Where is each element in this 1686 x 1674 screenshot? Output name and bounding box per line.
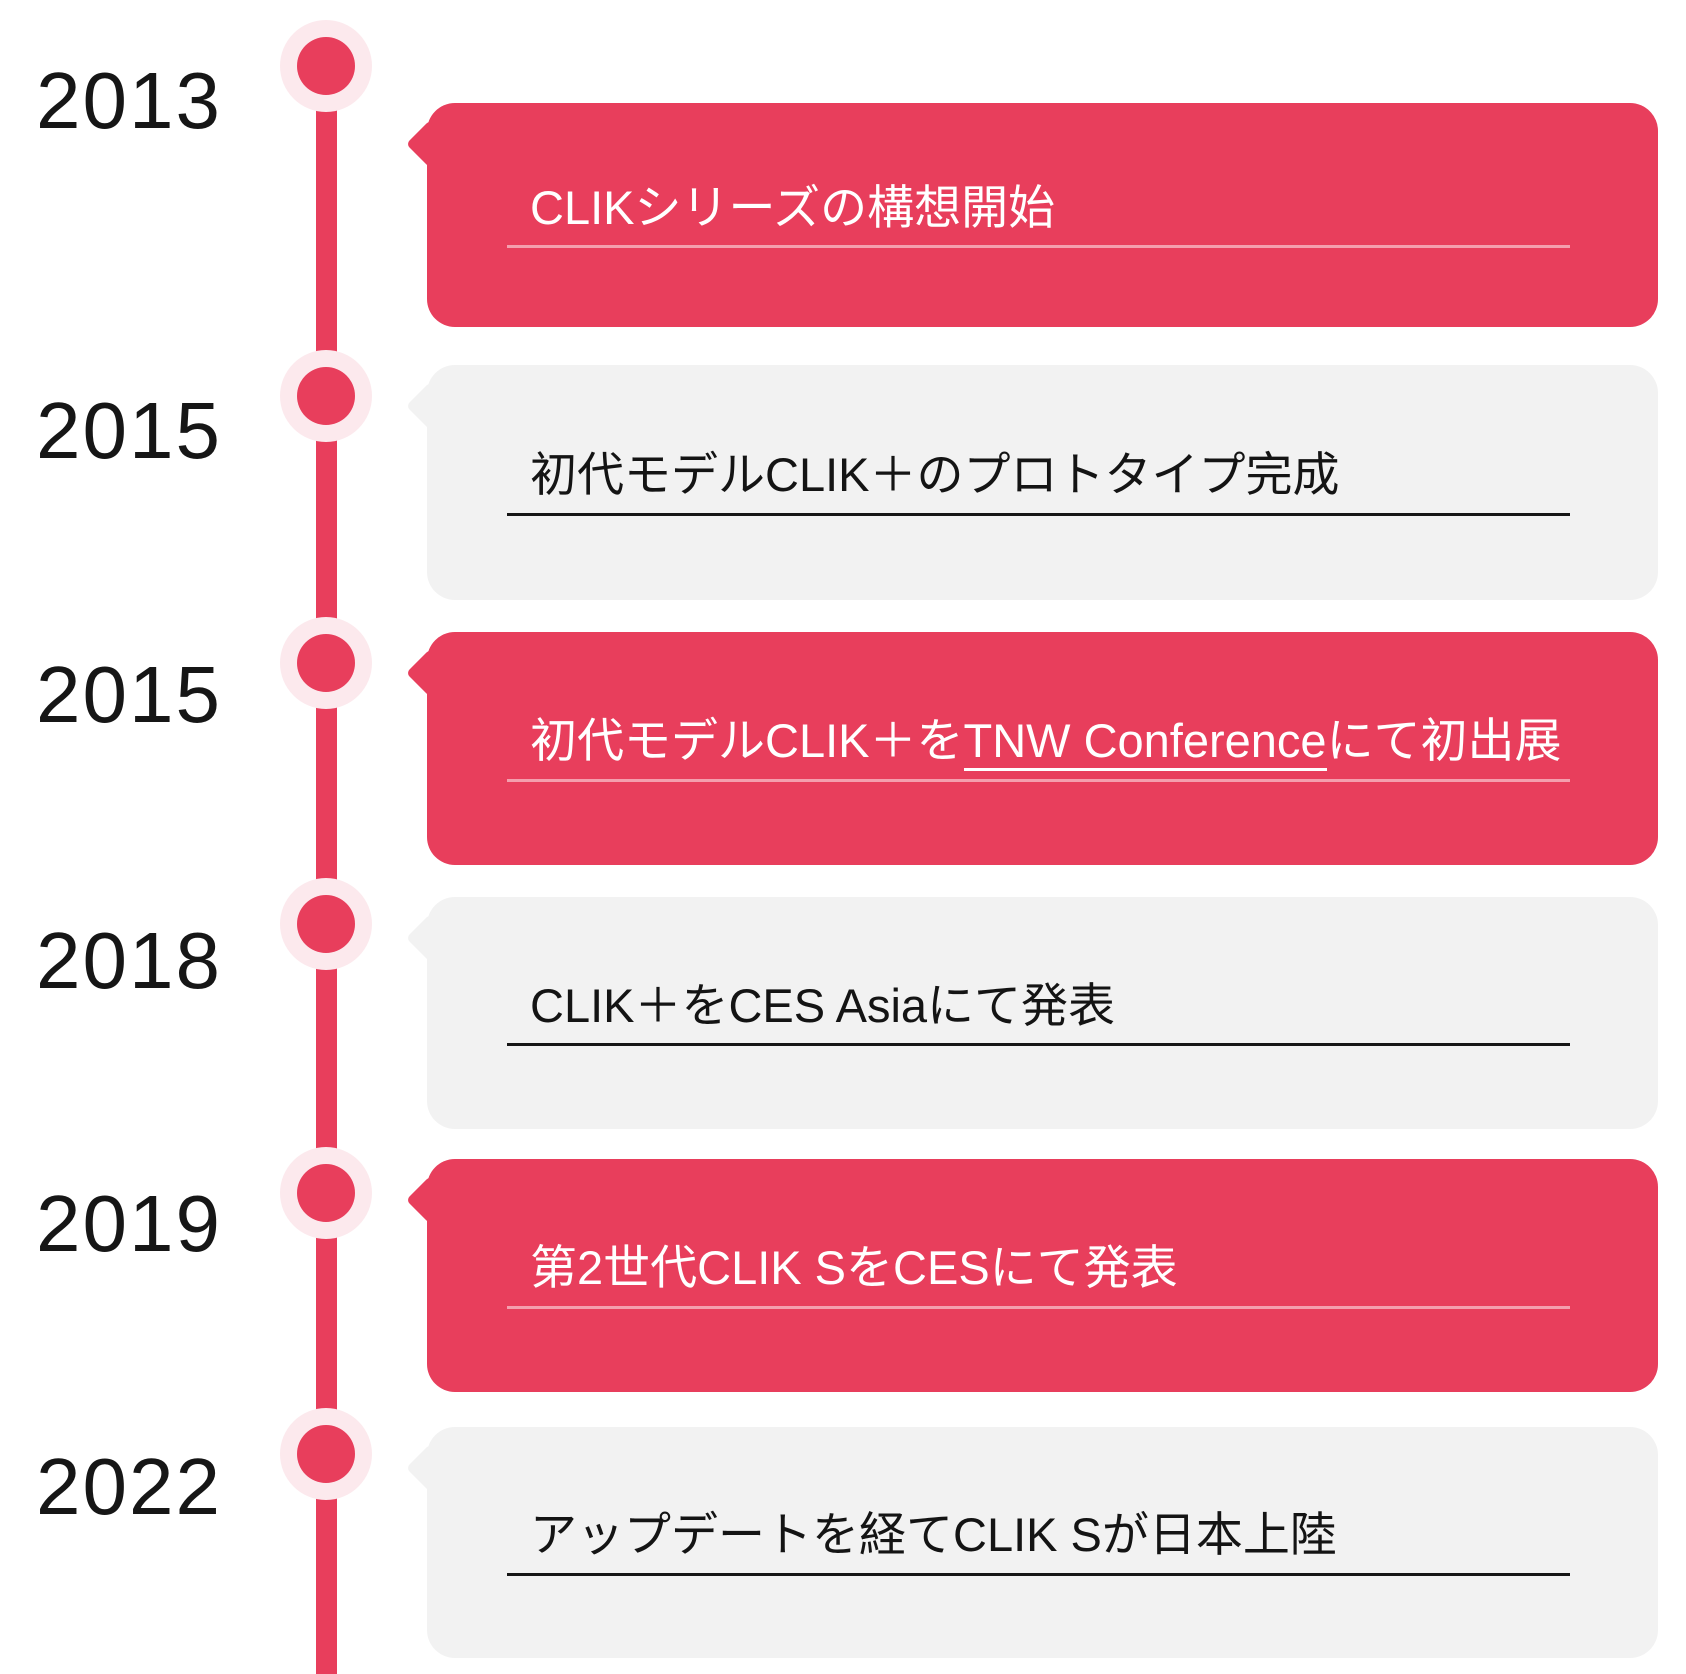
event-text: 第2世代CLIK SをCESにて発表 <box>507 1242 1570 1309</box>
timeline-dot <box>297 37 355 95</box>
event-card: 初代モデルCLIK＋をTNW Conferenceにて初出展 <box>405 632 1658 865</box>
timeline-dot <box>297 634 355 692</box>
bubble-tail <box>405 119 455 169</box>
timeline-dot <box>297 367 355 425</box>
event-text: アップデートを経てCLIK Sが日本上陸 <box>507 1509 1570 1576</box>
timeline-dot-halo <box>280 878 372 970</box>
event-card: アップデートを経てCLIK Sが日本上陸 <box>405 1427 1658 1658</box>
year-label: 2013 <box>36 56 222 145</box>
year-label: 2015 <box>36 386 222 475</box>
timeline-dot <box>297 1425 355 1483</box>
bubble-tail <box>405 1443 455 1493</box>
year-label: 2022 <box>36 1442 222 1531</box>
tnw-conference-link[interactable]: TNW Conference <box>963 714 1327 772</box>
event-card: CLIKシリーズの構想開始 <box>405 103 1658 327</box>
event-text: CLIKシリーズの構想開始 <box>507 181 1570 249</box>
bubble-tail <box>405 381 455 431</box>
bubble-tail <box>405 1175 455 1225</box>
timeline-line <box>316 66 337 1674</box>
bubble-tail <box>405 648 455 698</box>
event-text: 初代モデルCLIK＋をTNW Conferenceにて初出展 <box>507 714 1570 782</box>
year-label: 2019 <box>36 1179 222 1268</box>
event-card: 第2世代CLIK SをCESにて発表 <box>405 1159 1658 1392</box>
event-card: CLIK＋をCES Asiaにて発表 <box>405 897 1658 1129</box>
year-label: 2018 <box>36 916 222 1005</box>
year-label: 2015 <box>36 650 222 739</box>
event-card: 初代モデルCLIK＋のプロトタイプ完成 <box>405 365 1658 600</box>
timeline-dot-halo <box>280 1147 372 1239</box>
timeline-dot-halo <box>280 617 372 709</box>
bubble-tail <box>405 913 455 963</box>
event-text-after: にて初出展 <box>1326 714 1562 768</box>
timeline-dot-halo <box>280 1408 372 1500</box>
event-text: CLIK＋をCES Asiaにて発表 <box>507 979 1570 1047</box>
timeline-dot-halo <box>280 350 372 442</box>
timeline-dot <box>297 1164 355 1222</box>
timeline-dot-halo <box>280 20 372 112</box>
event-text: 初代モデルCLIK＋のプロトタイプ完成 <box>507 449 1570 516</box>
event-text-before: 初代モデルCLIK＋を <box>530 714 964 768</box>
timeline-dot <box>297 895 355 953</box>
